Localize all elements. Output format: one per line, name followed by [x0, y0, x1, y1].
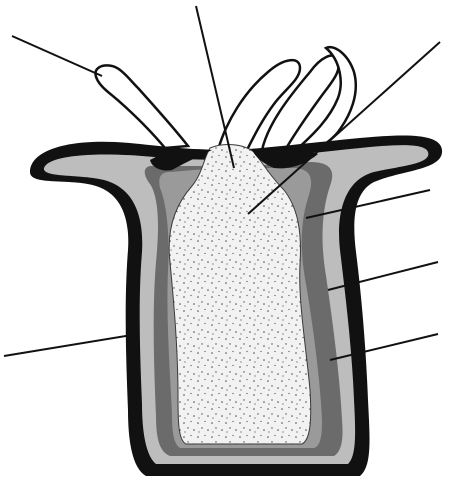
leader-line-tentacle: [12, 36, 102, 76]
tentacle-left: [95, 65, 188, 148]
tentacles: [95, 47, 355, 154]
leader-line-ectoderm-left: [4, 334, 138, 356]
leader-line-mouth: [196, 6, 234, 168]
